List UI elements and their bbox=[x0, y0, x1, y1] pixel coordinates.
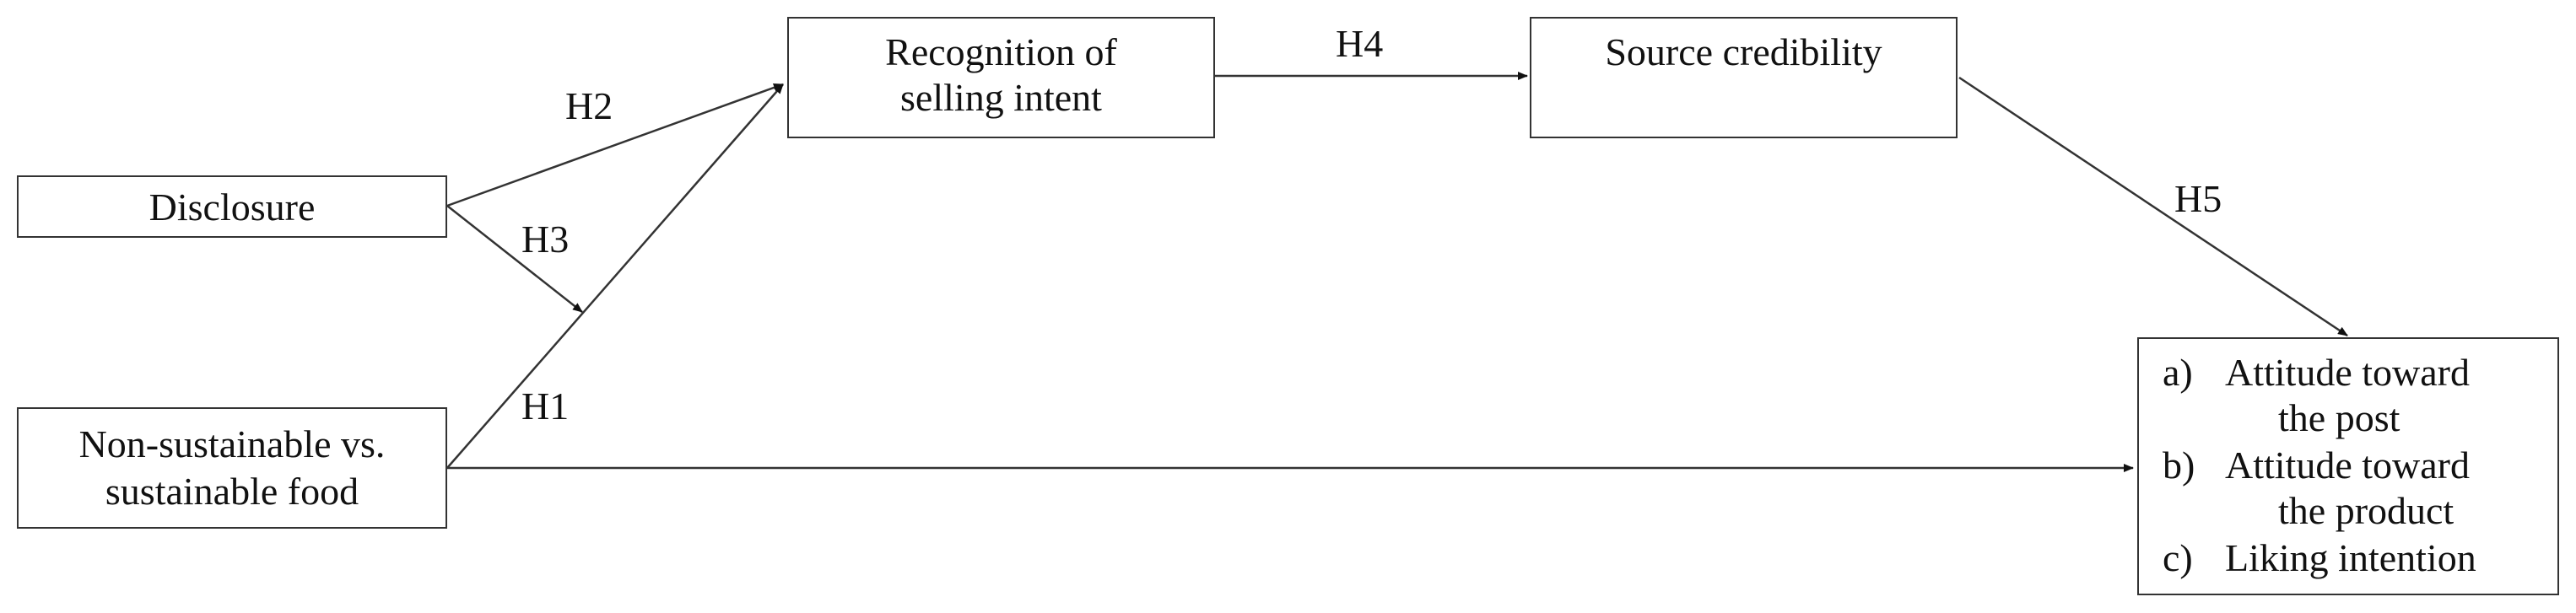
disclosure-box: Disclosure bbox=[17, 175, 447, 238]
recognition-label-line1: Recognition of bbox=[885, 30, 1117, 73]
food-condition-box: Non-sustainable vs. sustainable food bbox=[17, 407, 447, 529]
outcome-b-line1: Attitude toward bbox=[2225, 444, 2470, 487]
outcome-a-line2: the post bbox=[2278, 396, 2400, 439]
outcome-a-line1: Attitude toward bbox=[2225, 351, 2470, 394]
outcome-c-letter: c) bbox=[2163, 536, 2193, 579]
hypothesis-h5-label: H5 bbox=[2174, 177, 2222, 220]
arrow-h2 bbox=[446, 83, 784, 207]
disclosure-label: Disclosure bbox=[149, 186, 316, 229]
hypothesis-h1-label: H1 bbox=[521, 384, 570, 427]
hypothesis-h2-label: H2 bbox=[565, 84, 613, 127]
arrow-h3 bbox=[446, 205, 583, 313]
source-credibility-label: Source credibility bbox=[1605, 30, 1882, 73]
hypothesis-h3-label: H3 bbox=[521, 218, 570, 261]
food-label-line2: sustainable food bbox=[105, 470, 359, 513]
source-credibility-box: Source credibility bbox=[1530, 17, 1958, 138]
outcome-b-line2: the product bbox=[2278, 489, 2454, 532]
arrow-h1 bbox=[446, 83, 784, 469]
outcome-c-line1: Liking intention bbox=[2225, 536, 2476, 579]
recognition-label-line2: selling intent bbox=[900, 76, 1102, 119]
hypothesis-h4-label: H4 bbox=[1336, 22, 1384, 65]
outcomes-box: a) Attitude toward the post b) Attitude … bbox=[2137, 337, 2559, 595]
outcome-b-letter: b) bbox=[2163, 444, 2195, 487]
food-label-line1: Non-sustainable vs. bbox=[78, 422, 386, 465]
arrow-h5 bbox=[1958, 76, 2348, 337]
outcome-a-letter: a) bbox=[2163, 351, 2193, 394]
recognition-box: Recognition of selling intent bbox=[787, 17, 1215, 138]
